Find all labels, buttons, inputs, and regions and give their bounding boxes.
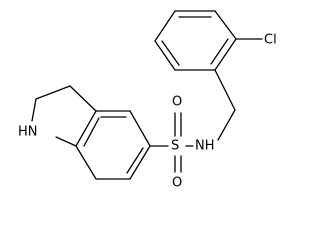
sulfur-label: S bbox=[171, 139, 179, 154]
chlorophenyl-ring bbox=[154, 10, 237, 71]
bond bbox=[154, 10, 176, 42]
bond bbox=[35, 85, 71, 100]
bond bbox=[69, 85, 97, 112]
chlorine-label: Cl bbox=[264, 33, 277, 48]
indoline-nh-label: HN bbox=[18, 125, 38, 140]
bond bbox=[129, 110, 151, 147]
bond-inner bbox=[210, 38, 229, 65]
bond bbox=[214, 38, 237, 71]
oxygen-bottom-label: O bbox=[172, 176, 182, 191]
bond-ring-ch2 bbox=[214, 69, 236, 111]
structure-diagram: Cl NH S O O HN bbox=[18, 10, 277, 191]
bond bbox=[31, 98, 37, 122]
bond bbox=[75, 145, 97, 180]
bond bbox=[214, 10, 237, 40]
bond bbox=[129, 145, 151, 180]
bond bbox=[154, 40, 176, 71]
indoline-pyrrolidine-ring bbox=[31, 85, 97, 147]
bond bbox=[75, 110, 97, 147]
bond-inner bbox=[83, 117, 100, 147]
indoline-benzene-ring bbox=[75, 110, 151, 180]
bond-inner bbox=[161, 40, 180, 66]
bond-inner bbox=[126, 147, 144, 174]
sulfonamide-nh-label: NH bbox=[195, 139, 215, 154]
bond bbox=[55, 136, 77, 147]
oxygen-top-label: O bbox=[172, 95, 182, 110]
bond-ch2-n bbox=[217, 109, 236, 141]
